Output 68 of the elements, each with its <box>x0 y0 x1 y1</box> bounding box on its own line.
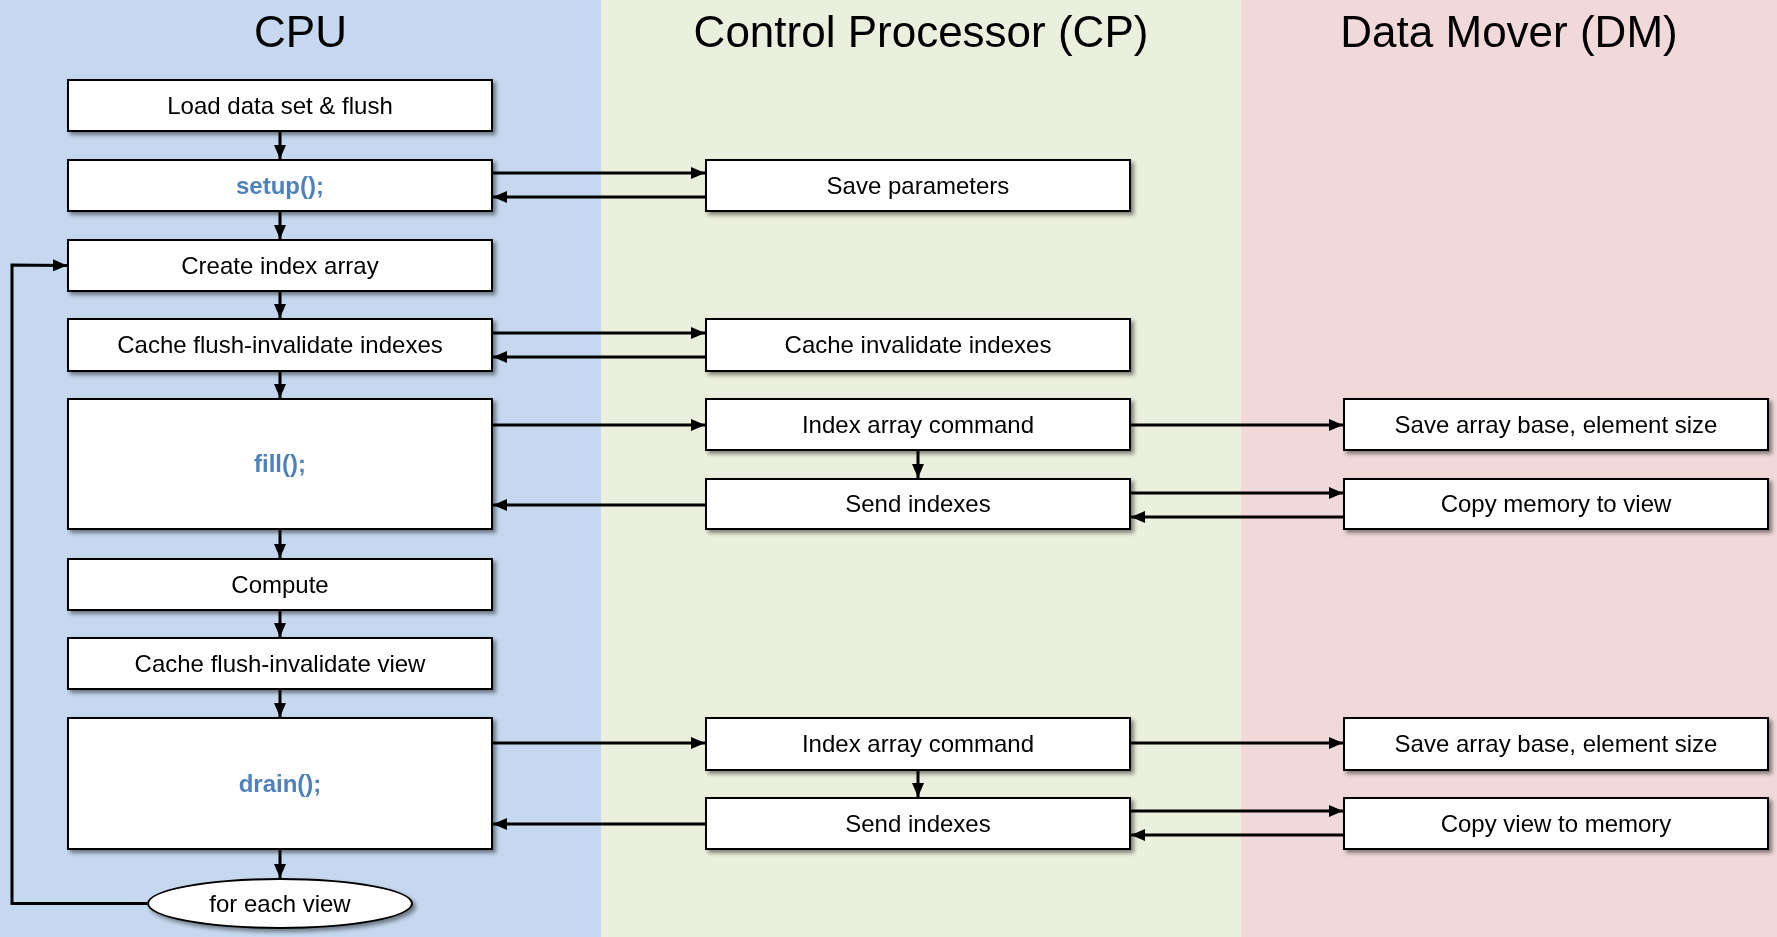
arrow <box>274 530 286 558</box>
arrow <box>493 327 705 339</box>
step-text: Save array base, element size <box>1394 410 1718 439</box>
step-text: Send indexes <box>845 809 991 838</box>
arrow <box>493 167 705 179</box>
step-text: Cache invalidate indexes <box>784 331 1052 359</box>
process-box <box>705 398 1131 451</box>
process-box <box>705 797 1131 850</box>
arrow <box>274 132 286 159</box>
step-text: Save array base, element size <box>1394 730 1718 758</box>
lane-background <box>1241 0 1777 937</box>
arrow <box>274 690 286 717</box>
arrow <box>1131 511 1343 523</box>
process-box <box>67 637 493 690</box>
arrow <box>493 419 705 431</box>
lane-background <box>0 0 601 937</box>
lane-title: Data Mover (DM) <box>1339 6 1679 58</box>
lane-title: Control Processor (CP) <box>692 6 1150 58</box>
step-text: for each view <box>209 889 351 918</box>
process-box <box>1343 478 1769 530</box>
arrow <box>493 818 705 830</box>
function-call-box <box>67 159 493 212</box>
process-box <box>705 478 1131 530</box>
arrow <box>1131 805 1343 817</box>
process-box <box>67 318 493 372</box>
process-box <box>67 558 493 611</box>
process-box <box>705 159 1131 212</box>
process-box <box>1343 797 1769 850</box>
arrow <box>493 499 705 511</box>
arrow <box>10 259 147 905</box>
arrow <box>1131 487 1343 499</box>
arrow <box>1131 829 1343 841</box>
function-call-text: drain(); <box>238 769 322 798</box>
process-box <box>67 79 493 132</box>
arrow <box>274 212 286 239</box>
lane-title: CPU <box>253 6 348 58</box>
step-text: Copy view to memory <box>1440 809 1672 838</box>
function-call-box <box>67 398 493 530</box>
arrow <box>274 372 286 398</box>
arrow <box>493 351 705 363</box>
step-text: Create index array <box>181 251 379 280</box>
process-box <box>1343 717 1769 771</box>
arrow <box>493 191 705 203</box>
arrow <box>912 451 924 478</box>
function-call-text: setup(); <box>236 171 324 200</box>
arrow <box>1131 419 1343 431</box>
step-text: Cache flush-invalidate view <box>134 649 426 678</box>
arrow <box>493 737 705 749</box>
step-text: Compute <box>231 570 329 599</box>
process-box <box>1343 398 1769 451</box>
step-text: Load data set & flush <box>167 91 393 120</box>
lane-background <box>601 0 1241 937</box>
step-text: Cache flush-invalidate indexes <box>117 331 443 359</box>
arrow <box>1131 737 1343 749</box>
step-text: Save parameters <box>826 171 1010 200</box>
process-box <box>67 239 493 292</box>
step-text: Index array command <box>801 410 1035 439</box>
step-text: Index array command <box>801 730 1035 758</box>
arrow <box>274 292 286 318</box>
function-call-box <box>67 717 493 850</box>
arrow <box>912 771 924 797</box>
step-text: Copy memory to view <box>1440 490 1672 518</box>
function-call-text: fill(); <box>254 450 306 478</box>
arrow <box>274 611 286 637</box>
step-text: Send indexes <box>845 490 991 518</box>
process-box <box>705 318 1131 372</box>
arrow <box>274 850 286 878</box>
process-box <box>705 717 1131 771</box>
